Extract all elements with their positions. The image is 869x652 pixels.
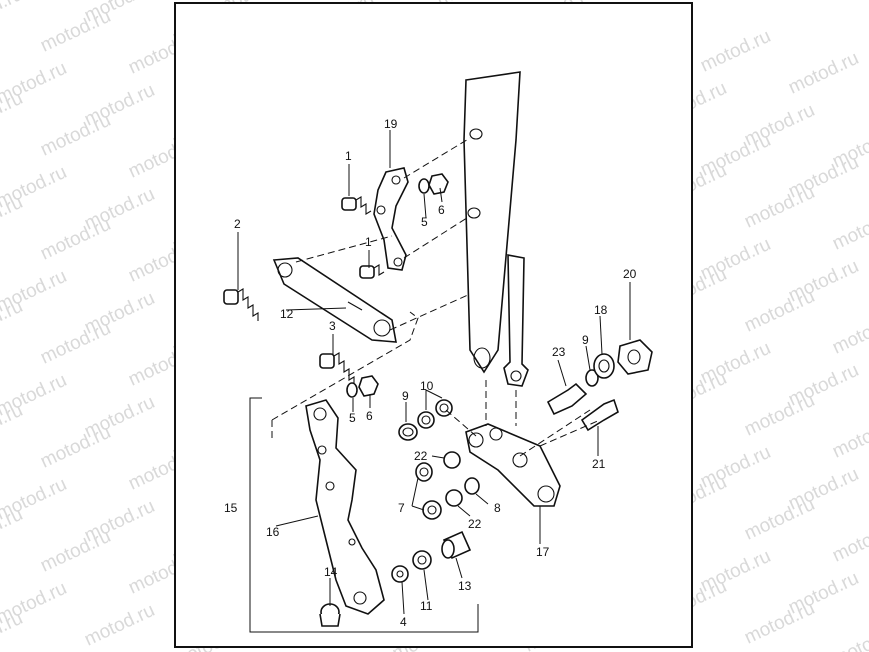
bearing-7-b [422, 500, 442, 520]
bolt-3 [319, 352, 355, 386]
washer-5-lower [346, 382, 358, 398]
callout-label: 4 [400, 615, 407, 629]
callout-label: 13 [458, 579, 472, 593]
link-rod-12 [272, 257, 397, 343]
callout-label: 9 [402, 389, 409, 403]
washer-9-right [585, 369, 599, 387]
bolt-1-upper [341, 196, 372, 215]
callout-label: 9 [582, 333, 589, 347]
group-bracket-15 [249, 397, 479, 633]
callout-label: 22 [414, 449, 428, 463]
damper-rod [503, 254, 529, 387]
callout-label: 14 [324, 565, 338, 579]
washer-9-left [398, 423, 418, 441]
assembly-lines [271, 137, 601, 457]
callout-label: 12 [280, 307, 294, 321]
callout-label: 6 [366, 409, 373, 423]
callout-label: 22 [468, 517, 482, 531]
bolt-1-lower [359, 264, 385, 279]
bolt-2 [223, 288, 259, 321]
bearing-7-a [415, 462, 433, 482]
callout-label: 18 [594, 303, 608, 317]
pin-21 [580, 398, 619, 432]
callout-label: 8 [494, 501, 501, 515]
callout-label: 11 [420, 599, 433, 613]
washer-22-lower [445, 489, 463, 507]
bearing-10-a [417, 411, 435, 429]
nut-20 [617, 339, 653, 375]
diagram-frame [174, 2, 693, 648]
pin-23 [546, 382, 588, 416]
callout-label: 7 [398, 501, 405, 515]
callout-label: 20 [623, 267, 637, 281]
callout-label: 23 [552, 345, 566, 359]
lever-arm-16 [305, 399, 385, 615]
washer-5-upper [418, 178, 430, 194]
sleeve-13 [441, 530, 472, 560]
callout-label: 16 [266, 525, 280, 539]
callout-label: 6 [438, 203, 445, 217]
washer-22-upper [443, 451, 461, 469]
rocker-link-17 [465, 423, 561, 507]
callout-label: 1 [365, 235, 372, 249]
callout-label: 1 [345, 149, 352, 163]
callout-label: 10 [420, 379, 434, 393]
bearing-11 [412, 550, 432, 570]
frame-tube [463, 71, 521, 374]
callout-labels: 1 1 2 3 4 5 5 6 6 7 8 9 9 10 11 12 13 14… [224, 117, 637, 629]
callout-label: 2 [234, 217, 241, 231]
callout-label: 15 [224, 501, 238, 515]
washer-8 [464, 477, 480, 495]
callout-label: 5 [421, 215, 428, 229]
leader-lines [237, 130, 631, 615]
callout-label: 17 [536, 545, 550, 559]
callout-label: 5 [349, 411, 356, 425]
nut-6-lower [358, 375, 379, 397]
bushing-14 [319, 603, 341, 627]
callout-label: 19 [384, 117, 398, 131]
washer-4 [391, 565, 409, 583]
callout-label: 21 [592, 457, 606, 471]
bracket-plate-19 [373, 167, 409, 271]
callout-label: 3 [329, 319, 336, 333]
nut-6-upper [428, 173, 449, 195]
bushing-18 [593, 353, 615, 379]
